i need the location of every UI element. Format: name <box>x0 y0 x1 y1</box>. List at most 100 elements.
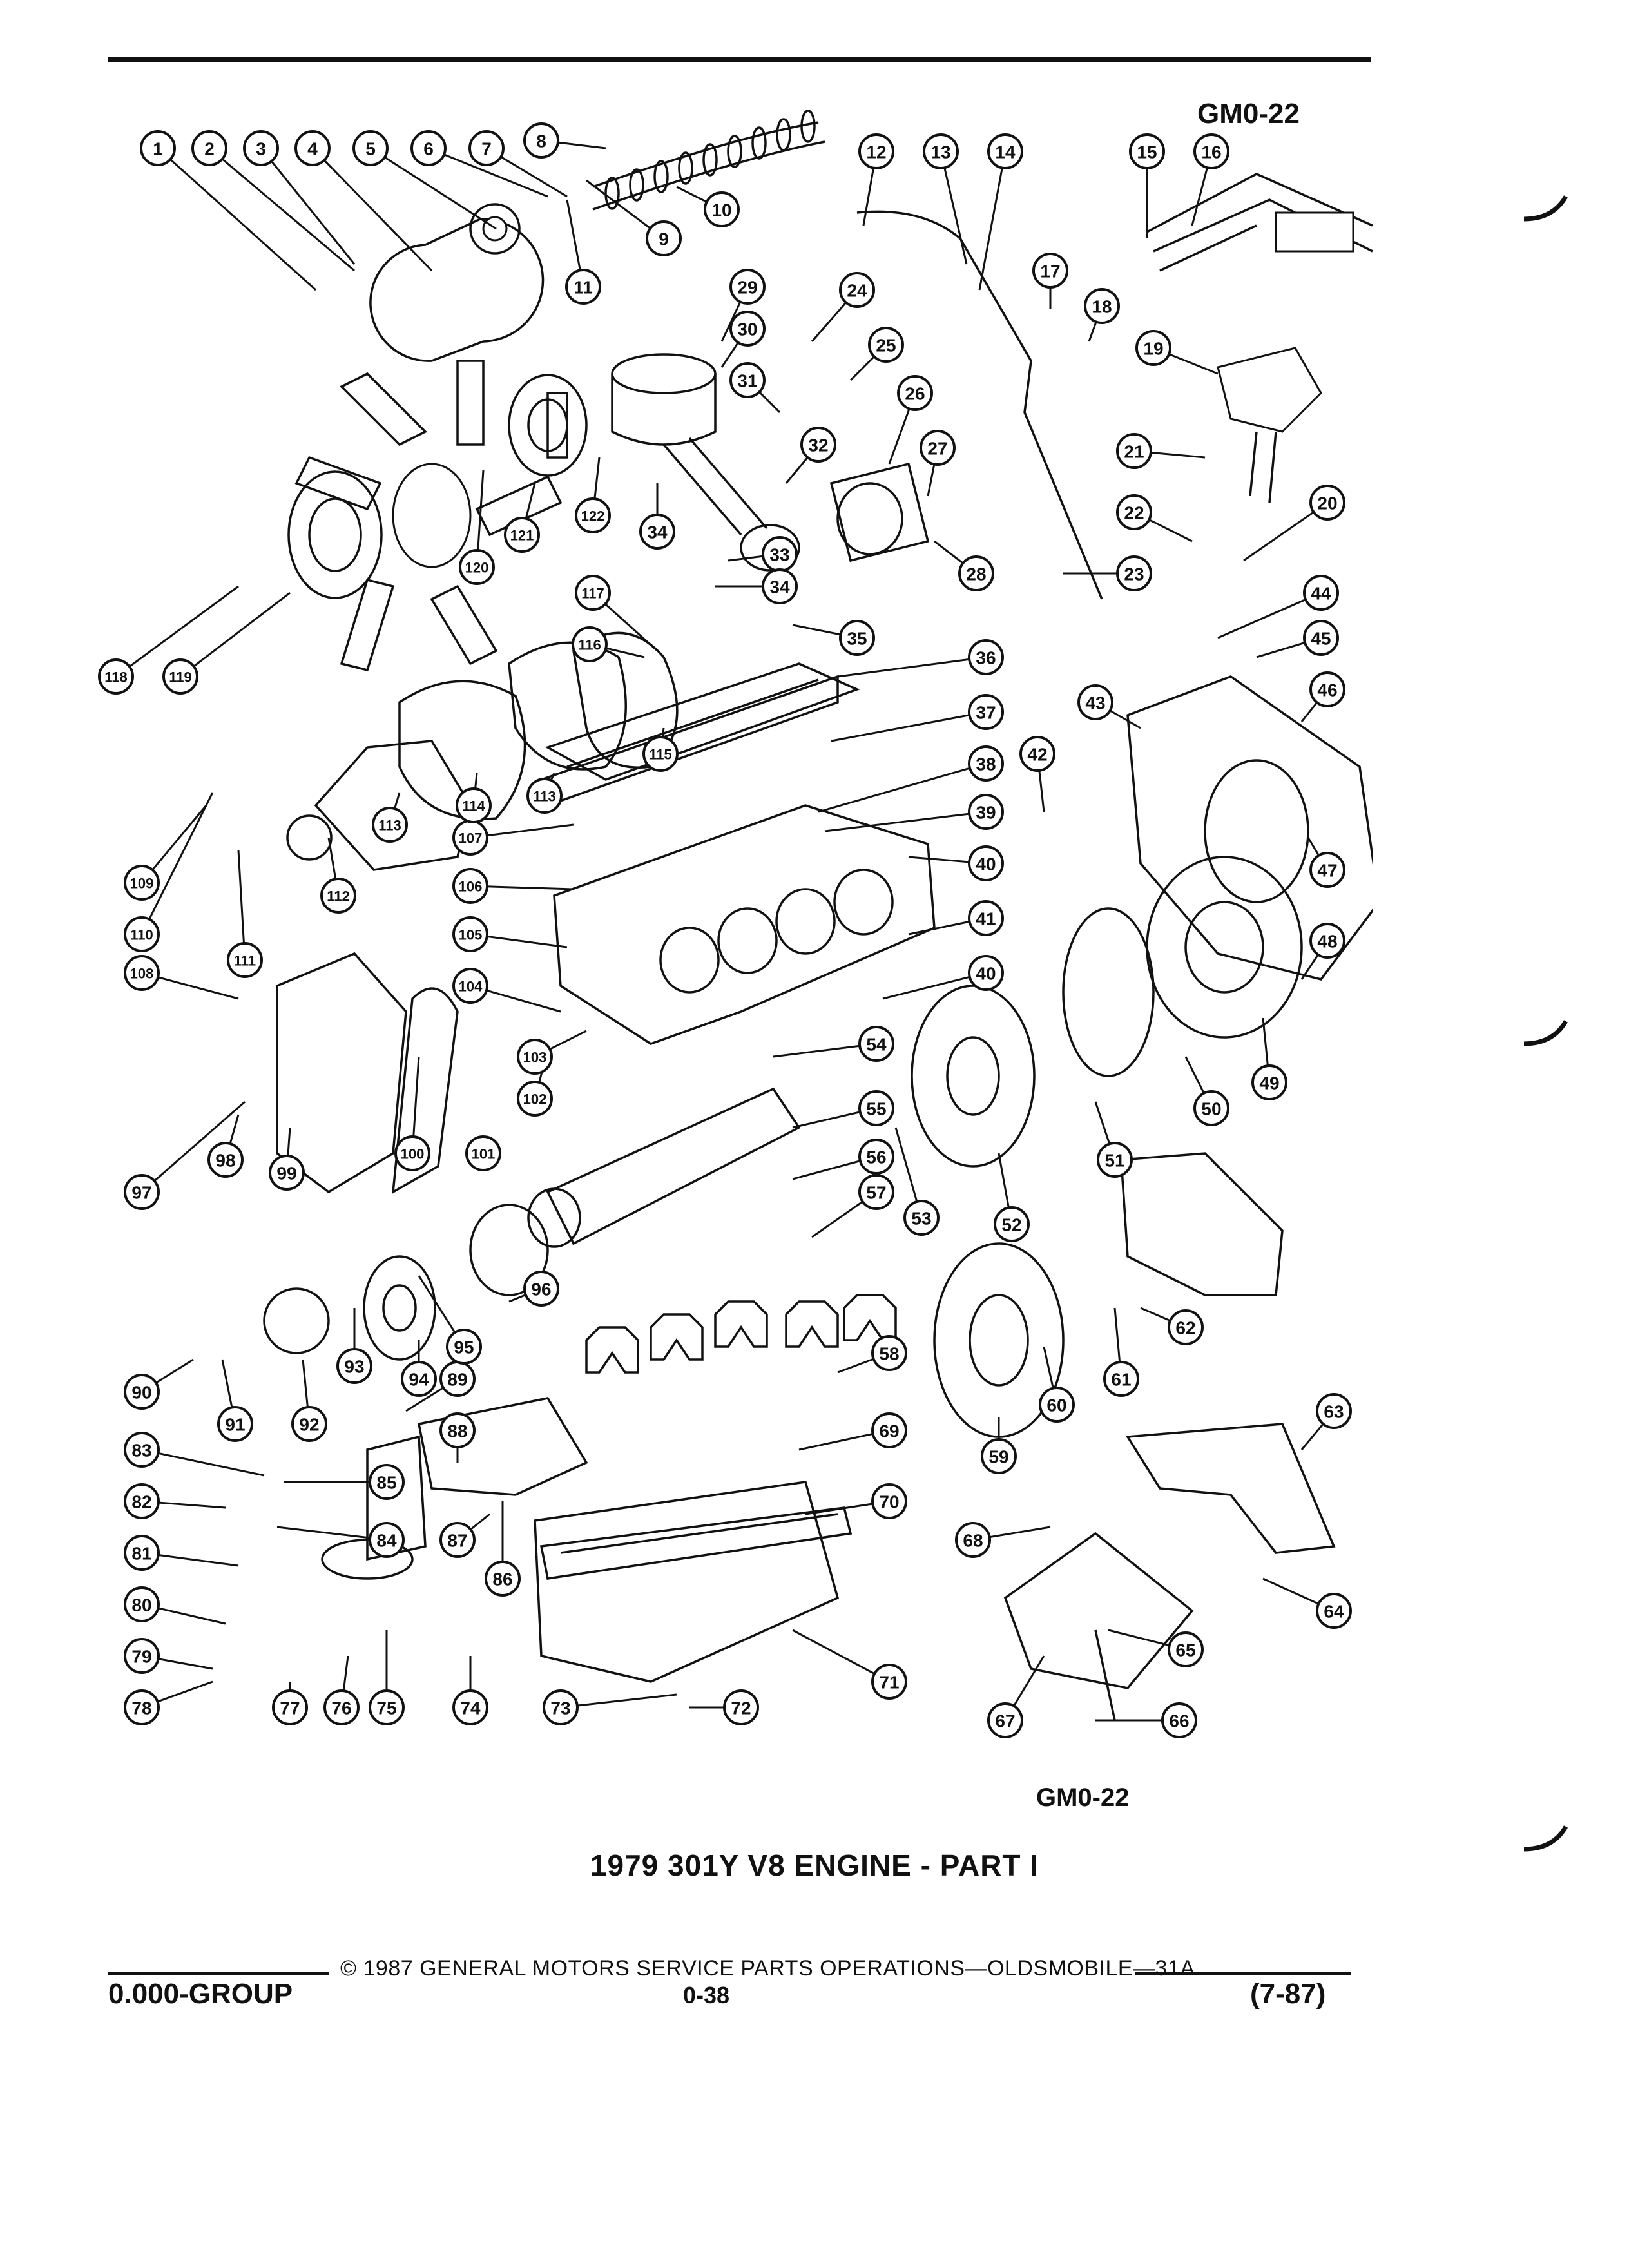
callout-11: 11 <box>565 269 601 305</box>
callout-113: 113 <box>526 778 563 814</box>
callout-number: 102 <box>523 1091 547 1108</box>
callout-number: 84 <box>376 1531 397 1551</box>
callout-circle <box>994 1206 1030 1242</box>
callout-45: 45 <box>1303 620 1339 656</box>
callout-118: 118 <box>98 658 134 695</box>
callout-circle <box>124 1483 160 1519</box>
callout-circle <box>858 1174 894 1210</box>
callout-circle <box>1135 330 1171 366</box>
callout-50: 50 <box>1193 1090 1229 1126</box>
bearing-cap <box>785 1300 839 1348</box>
diagram-title: 1979 301Y V8 ENGINE - PART I <box>590 1849 1039 1882</box>
callout-55: 55 <box>858 1090 894 1126</box>
callout-115: 115 <box>642 736 679 772</box>
callout-circle <box>124 1638 160 1674</box>
callout-23: 23 <box>1116 555 1152 591</box>
callout-15: 15 <box>1129 133 1165 169</box>
callout-94: 94 <box>401 1361 437 1397</box>
callout-113: 113 <box>372 807 408 843</box>
leader-line <box>311 147 433 272</box>
leader-lines <box>115 139 1335 1722</box>
callout-number: 39 <box>976 803 996 823</box>
callout-number: 26 <box>905 384 925 404</box>
callout-number: 74 <box>460 1698 481 1718</box>
leader-line <box>276 1526 387 1541</box>
callout-51: 51 <box>1097 1142 1133 1178</box>
callout-31: 31 <box>729 362 766 398</box>
leader-line <box>428 147 548 198</box>
callout-circle <box>452 916 488 952</box>
leader-line <box>141 1448 265 1477</box>
leader-line <box>115 585 239 678</box>
callout-122: 122 <box>575 497 611 533</box>
callout-8: 8 <box>523 122 559 159</box>
callout-number: 119 <box>169 669 192 686</box>
callout-circle <box>903 1200 940 1236</box>
cam-lobe <box>604 177 620 210</box>
callout-number: 1 <box>153 139 163 159</box>
callout-number: 113 <box>378 818 401 834</box>
callout-circle <box>1193 133 1229 169</box>
callout-circle <box>517 1081 553 1117</box>
callout-number: 109 <box>130 876 154 892</box>
callout-16: 16 <box>1193 133 1229 169</box>
callout-75: 75 <box>369 1689 405 1725</box>
callout-47: 47 <box>1309 852 1345 888</box>
callout-circle <box>410 130 447 166</box>
callout-circle <box>871 1664 907 1700</box>
leader-line <box>140 792 214 935</box>
callout-89: 89 <box>439 1361 476 1397</box>
callout-circle <box>98 658 134 695</box>
callout-number: 4 <box>307 139 318 159</box>
callout-number: 71 <box>879 1673 899 1693</box>
callout-circle <box>543 1689 579 1725</box>
footer-group: 0.000-GROUP <box>108 1978 293 2010</box>
callout-107: 107 <box>452 820 488 856</box>
callout-circle <box>269 1155 305 1191</box>
leader-line <box>824 811 987 832</box>
exploded-engine-diagram: 1234567891011121314151617181920212223242… <box>98 110 1373 1738</box>
callout-circle <box>981 1438 1017 1474</box>
callout-number: 10 <box>711 200 731 220</box>
callout-circle <box>1309 671 1345 707</box>
callout-circle <box>575 575 611 611</box>
callout-72: 72 <box>723 1689 759 1725</box>
callout-number: 23 <box>1124 564 1144 584</box>
callout-number: 49 <box>1259 1073 1279 1093</box>
callout-circle <box>646 220 682 256</box>
callout-number: 69 <box>879 1421 899 1441</box>
callout-number: 40 <box>976 964 996 984</box>
callout-number: 78 <box>131 1698 151 1718</box>
callout-98: 98 <box>207 1142 244 1178</box>
callout-69: 69 <box>871 1412 907 1448</box>
cam-lobe <box>702 143 718 177</box>
callout-circle <box>124 916 160 952</box>
callout-number: 8 <box>536 131 546 151</box>
callout-number: 87 <box>447 1531 467 1551</box>
callout-number: 93 <box>344 1357 364 1377</box>
callout-circle <box>800 427 836 463</box>
callout-circle <box>1039 1387 1075 1423</box>
callout-120: 120 <box>459 549 495 585</box>
callout-circle <box>858 1090 894 1126</box>
callout-circle <box>1077 684 1113 720</box>
callout-number: 35 <box>847 629 867 649</box>
callout-84: 84 <box>369 1522 405 1558</box>
callout-number: 19 <box>1143 339 1163 359</box>
callout-circle <box>485 1561 521 1597</box>
leader-line <box>837 656 987 678</box>
callout-circle <box>642 736 679 772</box>
callout-number: 76 <box>331 1698 351 1718</box>
callout-number: 11 <box>574 278 593 298</box>
callout-58: 58 <box>871 1335 907 1371</box>
callout-number: 40 <box>976 854 996 874</box>
footer-rule-left <box>108 1972 329 1975</box>
callout-88: 88 <box>439 1412 476 1448</box>
figure-code-bottom: GM0-22 <box>1036 1783 1130 1812</box>
callout-10: 10 <box>704 191 740 227</box>
callout-circle <box>839 620 875 656</box>
callout-117: 117 <box>575 575 611 611</box>
callout-number: 56 <box>866 1148 886 1168</box>
leader-line <box>560 1693 677 1709</box>
